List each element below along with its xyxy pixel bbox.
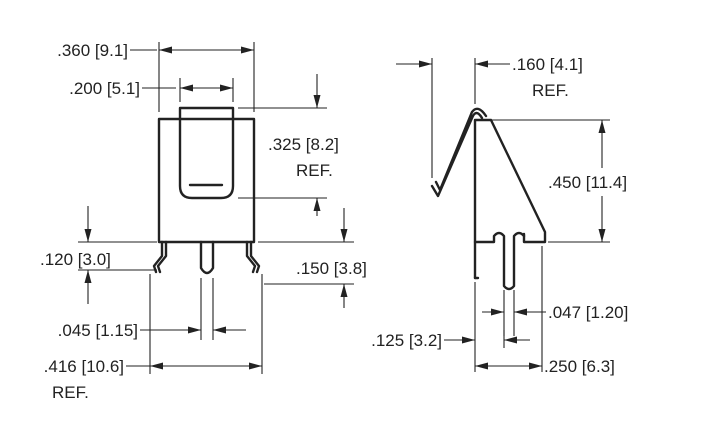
front-left-pin (152, 240, 168, 274)
front-right-pin (245, 240, 261, 274)
side-spring-lever (430, 107, 488, 198)
dim-label-360: .360 [9.1] (57, 41, 128, 60)
dim-label-416: .416 [10.6] (44, 357, 124, 376)
front-center-pin (199, 240, 215, 275)
dim-label-250: .250 [6.3] (544, 357, 615, 376)
dim-label-047: .047 [1.20] (548, 303, 628, 322)
front-view-clip (152, 106, 261, 275)
dim-label-325: .325 [8.2] (268, 135, 339, 154)
dimension-labels: .360 [9.1] .200 [5.1] .325 [8.2] REF. .1… (40, 41, 628, 402)
dim-label-150: .150 [3.8] (296, 259, 367, 278)
dim-label-325-ref: REF. (296, 161, 333, 180)
front-body (157, 117, 256, 244)
dim-label-120: .120 [3.0] (40, 250, 111, 269)
side-view-clip (430, 107, 547, 291)
dim-label-125: .125 [3.2] (371, 331, 442, 350)
side-body (473, 118, 547, 280)
front-dimensions (78, 42, 354, 374)
dim-label-200: .200 [5.1] (69, 79, 140, 98)
front-spring-tab (178, 106, 235, 200)
dim-label-416-ref: REF. (52, 383, 89, 402)
dim-label-045: .045 [1.15] (58, 321, 138, 340)
dim-label-160: .160 [4.1] (512, 55, 583, 74)
dim-label-450: .450 [11.4] (548, 173, 627, 192)
side-lower-fingers (473, 231, 526, 291)
side-dimensions (396, 58, 610, 372)
dim-label-160-ref: REF. (532, 81, 569, 100)
